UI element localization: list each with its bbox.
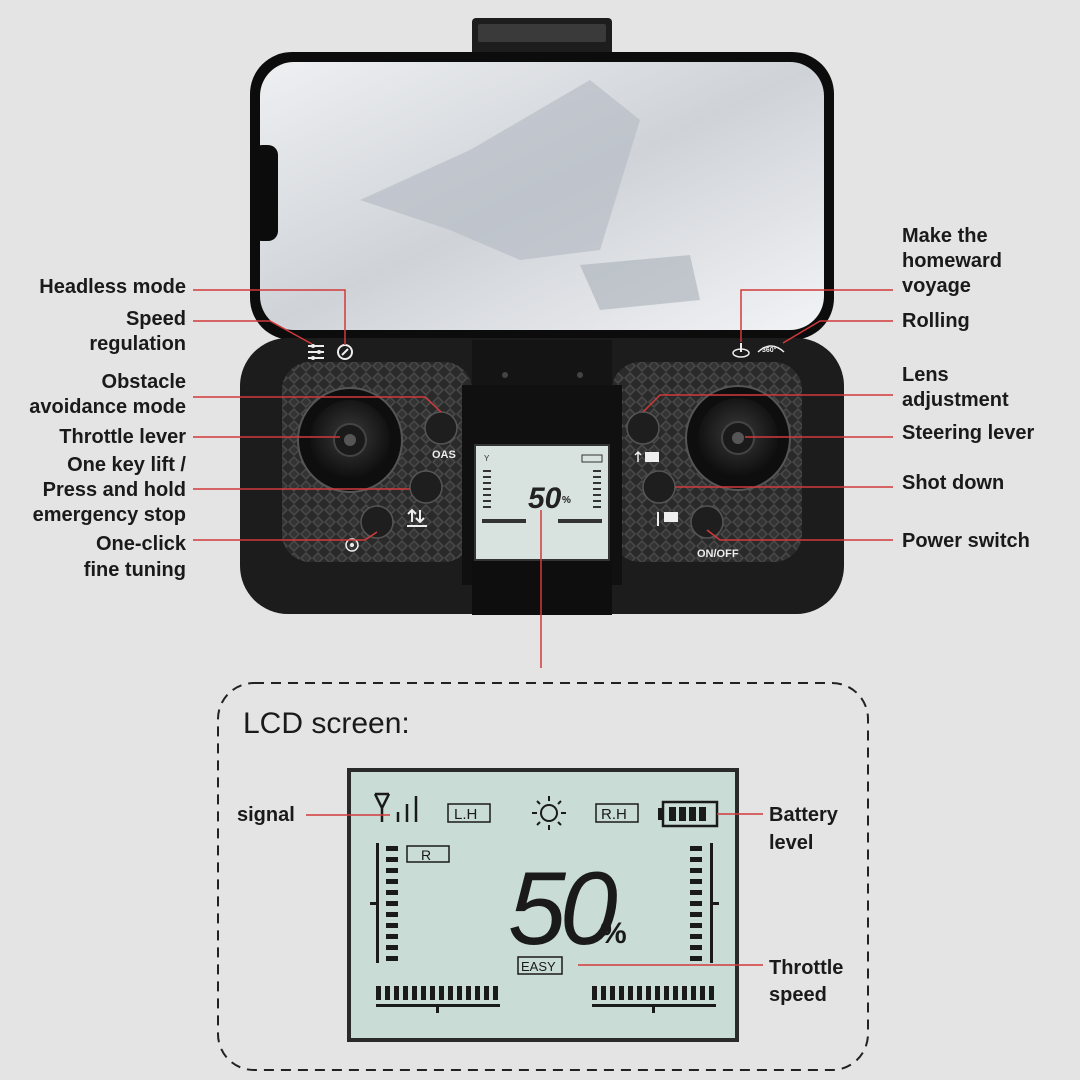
label-speed-regulation-1: Speed	[126, 308, 186, 330]
mini-lcd-unit: %	[562, 495, 571, 506]
label-fine-tuning-2: fine tuning	[84, 559, 186, 581]
fine-tuning-button[interactable]	[360, 505, 394, 539]
throttle-value: 50	[508, 851, 617, 967]
label-shot-down: Shot down	[902, 472, 1004, 494]
brightness-icon	[532, 796, 566, 830]
label-lift-1: One key lift /	[67, 454, 186, 476]
shot-down-button[interactable]	[642, 470, 676, 504]
one-key-lift-button[interactable]	[409, 470, 443, 504]
rh-label: R.H	[601, 806, 627, 823]
lh-label: L.H	[454, 806, 477, 823]
lens-adjust-icon	[634, 450, 659, 462]
label-lift-2: Press and hold	[43, 479, 186, 501]
r-label: R	[421, 847, 431, 863]
lcd-screen: L.H R.H R	[347, 768, 739, 1042]
left-vertical-scale	[370, 843, 398, 963]
homeward-icon[interactable]	[732, 343, 750, 358]
r-box	[406, 845, 450, 863]
onoff-label: ON/OFF	[697, 548, 739, 560]
speed-regulation-icon[interactable]	[308, 344, 324, 360]
mini-lcd-ticks	[482, 470, 602, 523]
throttle-lever[interactable]	[297, 387, 403, 493]
rolling-icon[interactable]: 360°	[757, 345, 785, 354]
obstacle-avoidance-button[interactable]	[424, 411, 458, 445]
lift-arrows-icon	[407, 508, 427, 527]
label-steering-lever: Steering lever	[902, 422, 1035, 444]
right-vertical-scale	[690, 843, 719, 963]
label-rolling: Rolling	[902, 310, 970, 332]
power-switch-button[interactable]	[690, 505, 724, 539]
bottom-right-scale	[592, 986, 716, 1013]
label-homeward-3: voyage	[902, 275, 971, 297]
lcd-label-battery-1: Battery	[769, 804, 839, 826]
lens-adjustment-button[interactable]	[626, 411, 660, 445]
label-homeward-1: Make the	[902, 225, 988, 247]
signal-icon	[373, 792, 418, 822]
lcd-callout-lines	[306, 813, 763, 966]
mini-lcd-value: 50	[528, 482, 562, 515]
rh-box	[595, 803, 639, 823]
easy-box	[517, 956, 563, 975]
easy-label: EASY	[521, 959, 556, 974]
label-obstacle-1: Obstacle	[102, 371, 186, 393]
label-speed-regulation-2: regulation	[89, 333, 186, 355]
lcd-heading: LCD screen:	[243, 707, 410, 740]
label-homeward-2: homeward	[902, 250, 1002, 272]
lh-box	[447, 803, 491, 823]
label-lift-3: emergency stop	[33, 504, 186, 526]
callout-lines	[193, 289, 893, 541]
label-headless-mode: Headless mode	[39, 276, 186, 298]
label-obstacle-2: avoidance mode	[29, 396, 186, 418]
label-power-switch: Power switch	[902, 530, 1030, 552]
label-throttle-lever: Throttle lever	[59, 426, 186, 448]
lcd-panel-frame	[217, 682, 869, 1071]
lcd-label-battery-2: level	[769, 832, 813, 854]
steering-lever[interactable]	[685, 385, 791, 491]
lcd-label-throttle-2: speed	[769, 984, 827, 1006]
oas-label: OAS	[432, 449, 456, 461]
bottom-left-scale	[376, 986, 500, 1013]
label-lens-1: Lens	[902, 364, 949, 386]
throttle-unit: %	[600, 917, 627, 950]
label-lens-2: adjustment	[902, 389, 1009, 411]
svg-text:Y: Y	[484, 454, 490, 463]
lcd-label-throttle-1: Throttle	[769, 957, 843, 979]
lcd-label-signal: signal	[237, 804, 295, 826]
fine-tuning-icon	[345, 538, 359, 552]
controller-lcd: 50 % Y	[474, 444, 610, 561]
label-fine-tuning-1: One-click	[96, 533, 187, 555]
rolling-icon-label: 360°	[762, 346, 777, 354]
phone	[250, 52, 834, 340]
camera-icon	[657, 512, 678, 526]
